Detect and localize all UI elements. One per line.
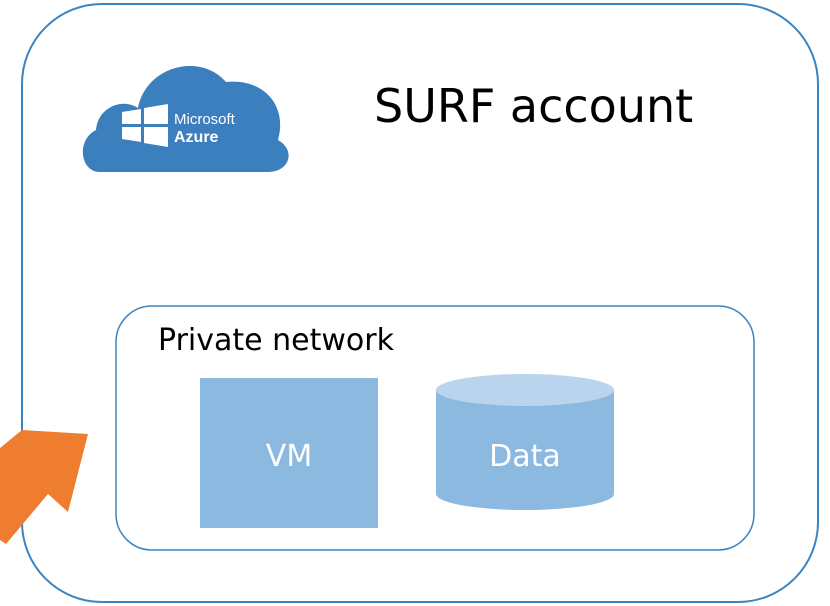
vm-label: VM xyxy=(266,439,312,474)
azure-logo-azure: Azure xyxy=(174,129,219,146)
data-label: Data xyxy=(489,439,561,474)
windows-logo-icon xyxy=(122,104,168,147)
azure-logo-microsoft: Microsoft xyxy=(174,111,236,128)
azure-logo: Microsoft Azure xyxy=(82,65,289,172)
account-title: SURF account xyxy=(374,79,693,133)
arrow-icon xyxy=(0,430,88,544)
cylinder-body xyxy=(436,390,614,510)
vm-box xyxy=(200,378,378,528)
database-cylinder-icon: Data xyxy=(436,374,614,510)
cylinder-top xyxy=(436,374,614,406)
private-network-label: Private network xyxy=(158,323,395,358)
cloud-icon xyxy=(82,65,289,172)
vm-node: VM xyxy=(200,378,378,528)
